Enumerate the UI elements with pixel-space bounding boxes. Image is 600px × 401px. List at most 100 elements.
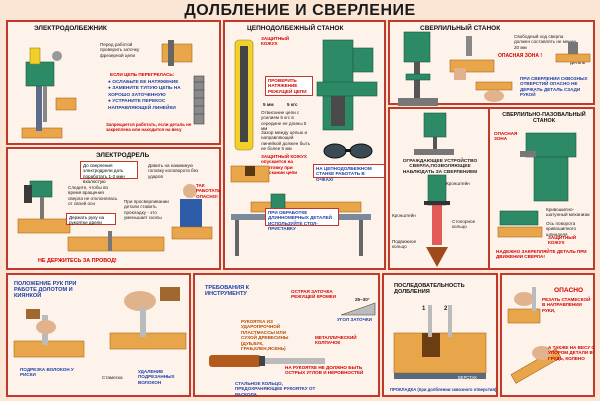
chisel-toward-hand-illustration [507,287,541,324]
slot-section-icon [230,165,270,183]
chisel-mallet-right-illustration [109,287,187,350]
chain-bar-illustration [234,39,254,151]
panel-title: ОГРАЖДАЮЩЕЕ УСТРОЙСТВО СВЕРЛА,ПОЗВОЛЯЮЩЕ… [402,159,478,175]
panel-title: ПОСЛЕДОВАТЕЛЬНОСТЬ ДОЛБЛЕНИЯ [394,283,465,295]
crank-note: Кривошипно-шатунный механизм [546,207,590,218]
label-cut-fibers: ПОДРЕЗКА ВОЛОКОН У РИСКИ [20,367,74,378]
panel-title: ОПАСНО [554,287,584,294]
metal-cap-note: МЕТАЛЛИЧЕСКИЙ КОЛПАЧОК [315,335,357,346]
long-parts-note: ПРИ ОБРАБОТКЕ ДЛИННОМЕРНЫХ ДЕТАЛЕЙ ИСПОЛ… [265,208,339,231]
panel-slot-drill: СВЕРЛИЛЬНО-ПАЗОВАЛЬНЫЙ СТАНОК ОПАСНАЯ ЗО… [488,107,595,270]
drill-press-machine [398,31,438,106]
force-label: 5 кгс [287,102,298,107]
guard-label: ЗАЩИТНЫЙ КОЖУХ [261,36,290,47]
dangerous-label: ТАК РАБОТАТЬ ОПАСНО! [196,183,221,199]
angle-value: 25–30° [355,297,370,302]
crank-mechanism-illustration [497,210,543,238]
panel-danger: ОПАСНО РЕЗАТЬ СТАМЕСКОЙ В НАПРАВЛЕНИИ РУ… [500,273,595,397]
note-watch-axis: Следите, чтобы во время вращения сверла … [68,185,118,207]
bullet-item: ОСЛАБЬТЕ ЕЕ НАТЯЖЕНИЕ [108,80,182,86]
chain-detail-icon [193,75,205,125]
axis-note: Ось поворота кривошипного шпинделя [546,221,577,237]
panel-electro-drill: ЭЛЕКТРОДРЕЛЬ До сверления электродрели д… [6,147,221,270]
danger-also: А ТАКЖЕ НА ВЕСУ С УПОРОМ ДЕТАЛИ В ГРУДЬ,… [548,345,595,361]
warning-unsecured: Запрещается работать, если деталь не зак… [106,122,192,133]
drill-press-machine-2 [414,112,454,155]
sag-label: 5 мм [263,102,274,107]
sharp-edge-note: ОСТРАЯ ЗАТОЧКА РЕЖУЩЕЙ КРОМКИ [291,289,336,300]
drill-illustration [17,180,71,234]
note-idle-run: До сверления электродрели дать поработат… [80,161,138,184]
slot-drill-machine [520,132,577,202]
note-gasket: При просверливании детали ставить прокла… [124,199,169,221]
panel-title: СВЕРЛИЛЬНЫЙ СТАНОК [420,25,501,32]
step-1: 1 [422,306,426,312]
detail-label: Деталь [570,60,586,65]
panel-title: ЭЛЕКТРОДРЕЛЬ [96,152,150,159]
label-bracket: Кронштейн [446,181,470,186]
no-cord-warning: НЕ ДЕРЖИТЕСЬ ЗА ПРОВОД! [38,258,117,264]
goggles-warning: НА ЦЕПНОДОЛБЕЖНОМ СТАНКЕ РАБОТАТЬ В ОЧКА… [313,164,385,182]
panel-title: СВЕРЛИЛЬНО-ПАЗОВАЛЬНЫЙ СТАНОК [502,112,586,124]
overheat-bullets: ОСЛАБЬТЕ ЕЕ НАТЯЖЕНИЕ ЗАМЕНИТЕ ТУПУЮ ЦЕП… [108,80,182,112]
note-gap: Зазор между цепью и направляющей линейко… [261,130,311,152]
guard-note: ЗАЩИТНЫЙ КОЖУХ [548,235,577,246]
note-pressure: Давить на нажимную головку коловорота бе… [148,163,199,179]
panel-guard-device: ОГРАЖДАЮЩЕЕ УСТРОЙСТВО СВЕРЛА,ПОЗВОЛЯЮЩЕ… [388,107,488,270]
guard-lowering: ЗАЩИТНЫЙ КОЖУХ опускается на заготовку п… [261,154,307,176]
panel-hand-position: ПОЛОЖЕНИЕ РУК ПРИ РАБОТЕ ДОЛОТОМ И КИЯНК… [6,273,191,397]
workbench-label: ВЕРСТАК [458,375,477,380]
panel-title: ЦЕПНОДОЛБЕЖНЫЙ СТАНОК [247,25,344,32]
panel-title: ЭЛЕКТРОДОЛБЕЖНИК [34,25,107,32]
drill-chuck-icon [555,42,591,63]
worker-illustration [171,184,213,240]
drill-bit-closeup [449,36,495,80]
panel-title: ПОЛОЖЕНИЕ РУК ПРИ РАБОТЕ ДОЛОТОМ И КИЯНК… [14,281,77,299]
note-check-chain: Перед работой проверить заточку фрезерно… [100,42,140,58]
label-remove-fibers: УДАЛЕНИЕ ПОДРЕЗАННЫХ ВОЛОКОН [138,369,175,385]
bullet-item: ЗАМЕНИТЕ ТУПУЮ ЦЕПЬ НА ХОРОШО ЗАТОЧЕННУЮ [108,86,182,99]
sequence-illustration [393,305,487,379]
step-2: 2 [444,306,448,312]
through-holes-warning: ПРИ СВЕРЛЕНИИ СКВОЗНЫХ ОТВЕРСТИЙ ОПАСНО … [520,76,588,98]
if-overheated-heading: ЕСЛИ ЦЕПЬ ПЕРЕГРЕЛАСЬ: [110,72,175,77]
panel-chain-slotter: ЦЕПНОДОЛБЕЖНЫЙ СТАНОК ЗАЩИТНЫЙ КОЖУХ ПРО… [223,20,386,270]
check-tension: ПРОВЕРИТЬ НАТЯЖЕНИЕ РЕЖУЩЕЙ ЦЕПИ [265,76,313,96]
extension-table-illustration [231,193,371,256]
page-title: ДОЛБЛЕНИЕ И СВЕРЛЕНИЕ [184,2,416,19]
chain-slotter-machine [316,39,378,131]
guard-device-illustration [424,174,450,267]
bullet-item: УСТРАНИТЕ ПЕРЕКОС НАПРАВЛЯЮЩЕЙ ЛИНЕЙКИ [108,99,182,112]
secure-part-warning: НАДЕЖНО ЗАКРЕПЛЯЙТЕ ДЕТАЛЬ ПРИ ДВИЖЕНИИ … [496,249,587,260]
sharpening-angle-icon [340,302,376,316]
label-moving-ring: Подвижное кольцо [392,239,417,250]
danger-zone-label: ОПАСНАЯ ЗОНА [494,131,518,142]
note-hold-handle: Держать руку на рукоятке дрели [66,213,116,225]
chain-closeup-icon [161,40,193,66]
hand-under-part-icon [475,81,513,102]
panel-title: ТРЕБОВАНИЯ К ИНСТРУМЕНТУ [205,285,250,297]
no-burrs-note: НА РУКОЯТКЕ НЕ ДОЛЖНО БЫТЬ ОСТРЫХ УГЛОВ … [285,365,364,376]
label-chisel: Стамеска [102,375,123,380]
panel-tool-requirements: ТРЕБОВАНИЯ К ИНСТРУМЕНТУ ОСТРАЯ ЗАТОЧКА … [193,273,380,397]
note-tension: Отвисание цепи с усилием 5 кгс в середин… [261,110,307,132]
danger-subtitle: РЕЗАТЬ СТАМЕСКОЙ В НАПРАВЛЕНИИ РУКИ, [542,297,591,313]
gasket-note: ПРОКЛАДКА (при долблении сквозного отвер… [390,387,497,392]
steel-ring-note: СТАЛЬНОЕ КОЛЬЦО, ПРЕДОХРАНЯЮЩЕЕ РУКОЯТКУ… [235,381,316,397]
label-bracket: Кронштейн [392,213,416,218]
chisel-tool-illustration [209,355,325,367]
angle-label: УГОЛ ЗАТОЧКИ [337,317,372,322]
wood-drill-illustration [67,231,165,252]
panel-electro-slotter: ЭЛЕКТРОДОЛБЕЖНИК Перед работой проверить… [6,20,221,145]
handle-material-note: РУКОЯТКА ИЗ УДАРОПРОЧНОЙ ПЛАСТМАССЫ ИЛИ … [241,319,289,352]
chisel-mallet-left-illustration [13,309,85,358]
panel-drill-press: СВЕРЛИЛЬНЫЙ СТАНОК Свободный ход сверла … [388,20,595,106]
panel-sequence: ПОСЛЕДОВАТЕЛЬНОСТЬ ДОЛБЛЕНИЯ 1 2 ВЕРСТАК… [382,273,498,397]
electro-slotter-illustration [21,47,77,139]
chisel-on-knee-illustration [510,346,562,384]
clearance-note: Свободный ход сверла должен составлять н… [514,34,577,50]
goggles-icon [323,143,373,159]
label-stop-ring: Стопорное кольцо [452,219,476,230]
danger-zone-label: ОПАСНАЯ ЗОНА ! [498,53,543,59]
